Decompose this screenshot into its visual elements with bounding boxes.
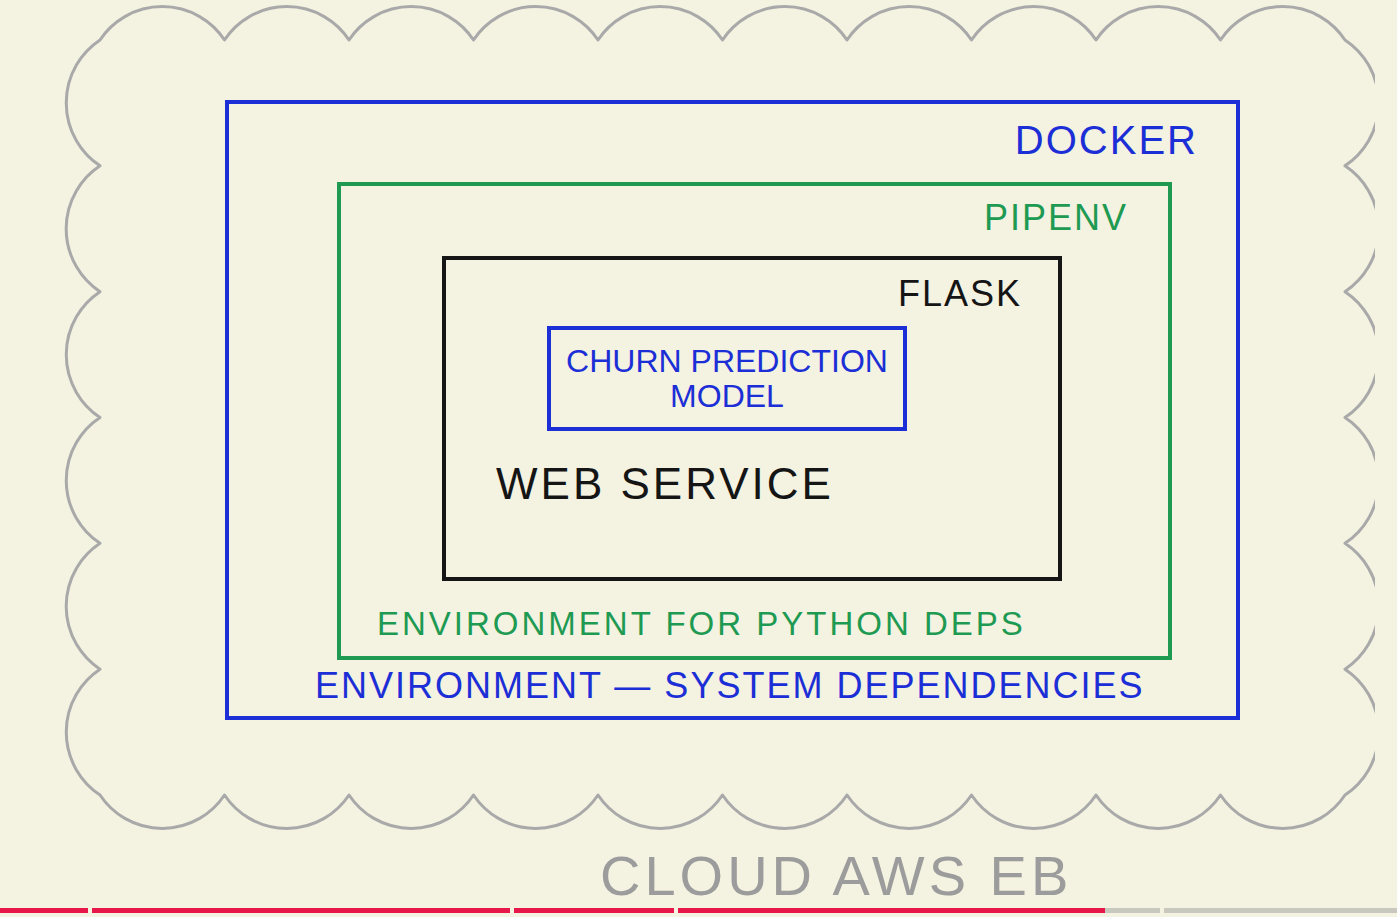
flask-web-service: CHURN PREDICTION MODELFLASK WEB SERVICE: [442, 256, 1062, 581]
progress-track: [0, 908, 1397, 913]
cloud-path: [66, 7, 1375, 829]
chapter-gap: [1160, 908, 1164, 913]
chapter-gap: [510, 908, 514, 913]
chapter-gap: [674, 908, 678, 913]
node-caption: WEB SERVICE: [496, 460, 834, 508]
pipenv-environment: CHURN PREDICTION MODELFLASK WEB SERVICE PI…: [337, 182, 1172, 660]
node-heading: PIPENV: [984, 198, 1128, 238]
model-box: CHURN PREDICTION MODEL: [547, 326, 907, 431]
node-heading: CLOUD AWS EB: [600, 845, 1072, 907]
progress-fill: [0, 908, 1105, 913]
node-caption: ENVIRONMENT FOR PYTHON DEPS: [377, 606, 1026, 642]
node-heading: FLASK: [898, 274, 1022, 314]
cloud-region: CHURN PREDICTION MODELFLASK WEB SERVICE PI…: [55, 0, 1375, 917]
node-heading: DOCKER: [1015, 118, 1198, 162]
node-heading: CHURN PREDICTION MODEL: [559, 343, 895, 413]
chapter-gap: [88, 908, 92, 913]
docker-container: CHURN PREDICTION MODELFLASK WEB SERVICE PI…: [225, 100, 1240, 720]
node-caption: ENVIRONMENT — SYSTEM DEPENDENCIES: [315, 666, 1144, 706]
